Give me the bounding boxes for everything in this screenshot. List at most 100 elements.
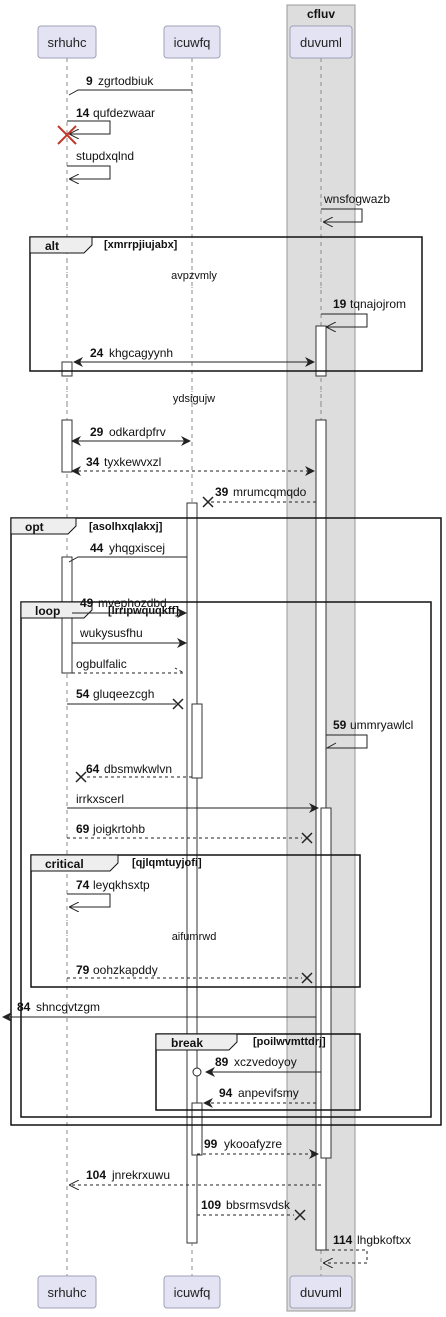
message-9-label: zgrtodbiuk <box>98 74 154 88</box>
delay-divider-2: ydsigujw <box>66 386 322 414</box>
message-9[interactable]: 9 zgrtodbiuk <box>68 74 192 96</box>
activation-icuwfq-2 <box>191 703 203 779</box>
frame-opt-keyword: opt <box>25 520 44 534</box>
frame-opt: opt [asolhxqlakxj] <box>10 517 442 1126</box>
frame-alt-guard: [xmrrpjiujabx] <box>104 239 178 251</box>
message-109-label: bbsrmsvdsk <box>226 1198 291 1212</box>
message-74-label: leyqkhsxtp <box>93 878 150 892</box>
group-box-title: cfluv <box>307 7 335 21</box>
message-114[interactable]: 114 lhgbkoftxx <box>324 1233 411 1263</box>
message-79[interactable]: 79 oohzkapddy <box>67 963 313 984</box>
message-109[interactable]: 109 bbsrmsvdsk <box>197 1198 306 1221</box>
participant-duvuml-bottom[interactable]: duvuml <box>289 1275 353 1309</box>
message-99-number: 99 <box>204 1137 218 1151</box>
destroy-marker-109 <box>294 1209 306 1221</box>
message-14-number: 14 <box>76 106 90 120</box>
message-19-number: 19 <box>333 297 347 311</box>
message-14-label: qufdezwaar <box>93 106 155 120</box>
activation-srhuhc-2 <box>61 419 73 473</box>
message-59-number: 59 <box>333 718 347 732</box>
message-29-number: 29 <box>90 425 104 439</box>
divider-label-1: avpzvmly <box>171 270 217 282</box>
message-114-number: 114 <box>333 1233 353 1247</box>
message-34-number: 34 <box>86 455 100 469</box>
message-79-label: oohzkapddy <box>93 963 158 977</box>
message-99[interactable]: 99 ykooafyzre <box>197 1137 319 1159</box>
participant-icuwfq-bottom[interactable]: icuwfq <box>163 1275 221 1309</box>
message-94-label: anpevifsmy <box>238 1086 299 1100</box>
destroy-marker-54 <box>172 698 184 710</box>
message-54-label: gluqeezcgh <box>93 687 154 701</box>
message-39-number: 39 <box>215 485 229 499</box>
message-19[interactable]: 19 tqnajojrom <box>321 297 406 327</box>
participant-duvuml-foot-label: duvuml <box>300 1285 342 1300</box>
message-49-label: mvephozdbd <box>98 596 167 610</box>
message-24-label: khgcagyynh <box>109 346 173 360</box>
destroy-marker-79 <box>301 972 313 984</box>
message-irrkxscerl[interactable]: irrkxscerl <box>67 792 319 813</box>
message-94[interactable]: 94 anpevifsmy <box>203 1086 316 1108</box>
message-89[interactable]: 89 xczvedoyoy <box>192 1055 321 1077</box>
divider-label-3: aifumrwd <box>172 931 217 943</box>
message-29[interactable]: 29 odkardpfrv <box>71 425 191 446</box>
message-79-number: 79 <box>76 963 90 977</box>
participant-srhuhc-top[interactable]: srhuhc <box>37 25 97 59</box>
delay-divider-1: avpzvmly <box>66 262 322 290</box>
frame-alt-keyword: alt <box>45 239 59 253</box>
activation-duvuml-1 <box>315 325 327 377</box>
frame-break: break [poilwvmttdrj] <box>155 1033 361 1111</box>
message-59-label: ummryawlcl <box>350 718 413 732</box>
frame-loop-keyword: loop <box>35 604 60 618</box>
delay-divider-3: aifumrwd <box>66 920 217 952</box>
message-ogbulfalic[interactable]: ogbulfalic <box>72 657 186 674</box>
message-59[interactable]: 59 ummryawlcl <box>325 718 413 749</box>
activation-icuwfq-1 <box>186 502 198 1244</box>
participant-icuwfq-top[interactable]: icuwfq <box>163 25 221 59</box>
message-wnsfogwazb-label: wnsfogwazb <box>323 192 390 206</box>
message-ogbulfalic-label: ogbulfalic <box>76 657 127 671</box>
message-109-number: 109 <box>201 1198 221 1212</box>
destroy-marker-srhuhc <box>57 125 77 145</box>
frame-break-keyword: break <box>171 1036 203 1050</box>
message-69-label: joigkrtohb <box>92 822 145 836</box>
message-84[interactable]: 84 shncgvtzgm <box>2 1000 316 1022</box>
frame-loop: loop [lrripwquqkff] <box>20 601 432 1118</box>
message-54[interactable]: 54 gluqeezcgh <box>67 687 184 710</box>
participant-icuwfq-foot-label: icuwfq <box>174 1285 211 1300</box>
message-94-number: 94 <box>219 1086 233 1100</box>
message-irrkxscerl-label: irrkxscerl <box>76 792 124 806</box>
frame-loop-guard: [lrripwquqkff] <box>108 605 179 617</box>
message-49[interactable]: 49 mvephozdbd <box>72 596 187 618</box>
message-104-number: 104 <box>86 1168 106 1182</box>
message-64[interactable]: 64 dbsmwkwlvn <box>75 762 192 783</box>
message-44-number: 44 <box>90 541 104 555</box>
message-74[interactable]: 74 leyqkhsxtp <box>67 878 150 907</box>
participant-duvuml-top[interactable]: duvuml <box>289 25 353 59</box>
message-44-label: yhqgxiscej <box>109 541 165 555</box>
message-69[interactable]: 69 joigkrtohb <box>67 822 313 844</box>
message-24[interactable]: 24 khgcagyynh <box>73 346 315 367</box>
participant-icuwfq-label: icuwfq <box>174 35 211 50</box>
message-wukysusfhu[interactable]: wukysusfhu <box>72 626 187 648</box>
frame-critical: critical [qjlqmtuyjofi] <box>30 854 361 988</box>
message-84-label: shncgvtzgm <box>36 1000 100 1014</box>
lost-message-circle <box>192 1067 202 1077</box>
participant-duvuml-label: duvuml <box>300 35 342 50</box>
destroy-marker-69 <box>301 832 313 844</box>
message-89-label: xczvedoyoy <box>234 1055 297 1069</box>
message-stupdxqlnd[interactable]: stupdxqlnd <box>67 149 134 179</box>
message-14[interactable]: 14 qufdezwaar <box>57 106 155 145</box>
message-104[interactable]: 104 jnrekrxuwu <box>70 1168 321 1185</box>
frame-alt: alt [xmrrpjiujabx] <box>29 236 423 372</box>
message-84-number: 84 <box>17 1000 31 1014</box>
message-44[interactable]: 44 yhqgxiscej <box>68 541 187 563</box>
message-wnsfogwazb[interactable]: wnsfogwazb <box>321 192 390 222</box>
message-34[interactable]: 34 tyxkewvxzl <box>71 455 315 476</box>
frame-break-guard: [poilwvmttdrj] <box>253 1036 326 1048</box>
message-34-label: tyxkewvxzl <box>104 455 161 469</box>
message-19-label: tqnajojrom <box>350 297 406 311</box>
message-39[interactable]: 39 mrumcqmqdo <box>202 485 316 508</box>
message-64-label: dbsmwkwlvn <box>104 762 172 776</box>
participant-srhuhc-bottom[interactable]: srhuhc <box>37 1275 97 1309</box>
message-wukysusfhu-label: wukysusfhu <box>79 626 143 640</box>
